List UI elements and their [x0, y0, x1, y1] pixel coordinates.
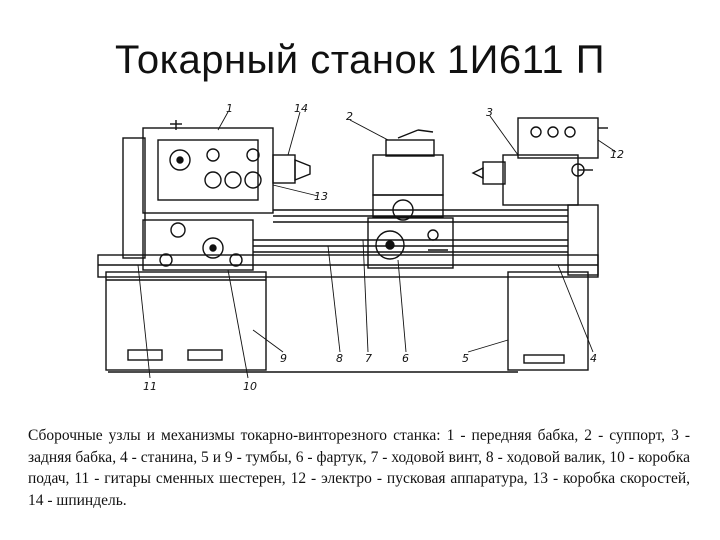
- feed-box: [142, 219, 254, 271]
- callout-12: 12: [610, 148, 624, 161]
- callout-13: 13: [314, 190, 328, 203]
- carriage: [372, 129, 444, 221]
- callout-7: 7: [365, 352, 372, 365]
- callout-11: 11: [143, 380, 157, 393]
- electrical-box: [517, 117, 608, 159]
- bed: [97, 254, 599, 278]
- slide-title: Токарный станок 1И611 П: [115, 38, 605, 82]
- callout-6: 6: [402, 352, 409, 365]
- right-pedestal: [507, 271, 589, 371]
- apron: [367, 217, 454, 269]
- callout-1: 1: [226, 102, 233, 115]
- callout-5: 5: [462, 352, 469, 365]
- headstock: [122, 120, 274, 259]
- callout-14: 14: [294, 102, 308, 115]
- figure-caption: Сборочные узлы и механизмы токарно-винто…: [28, 427, 690, 509]
- callout-9: 9: [280, 352, 287, 365]
- tailstock: [471, 154, 593, 206]
- callout-8: 8: [336, 352, 343, 365]
- callout-10: 10: [243, 380, 257, 393]
- left-pedestal: [105, 271, 267, 371]
- callout-4: 4: [590, 352, 597, 365]
- callout-2: 2: [346, 110, 353, 123]
- lathe-drawing: 1 14 2 3 12 13 11 10 9 8 7 6 5 4: [88, 100, 628, 400]
- callout-3: 3: [486, 106, 493, 119]
- spindle: [272, 154, 311, 184]
